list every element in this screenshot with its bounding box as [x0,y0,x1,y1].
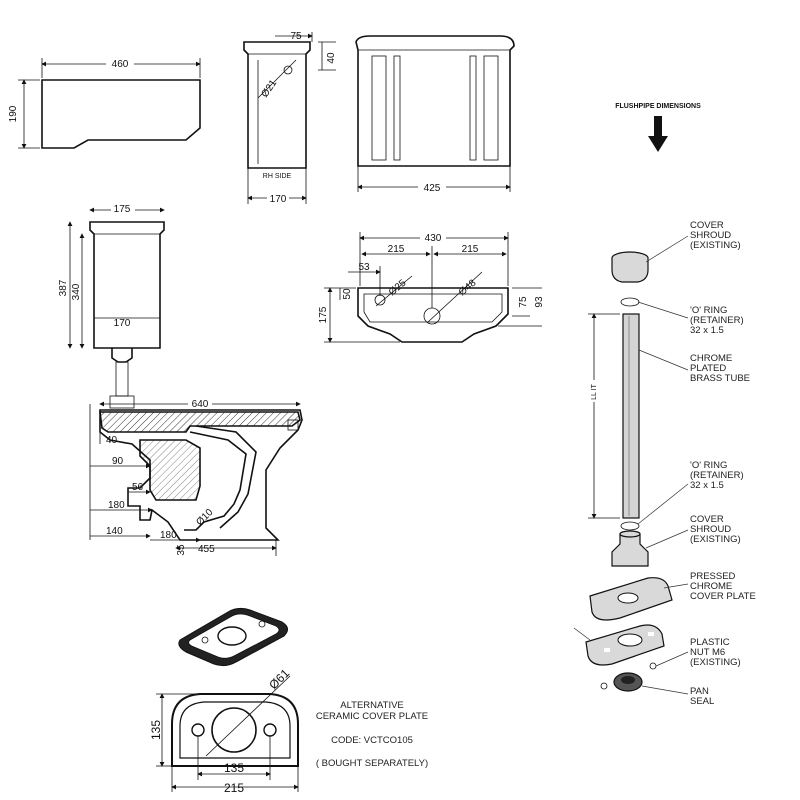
cistern-back-view: 425 [355,35,515,194]
pan-dim-180-bottom: 180 [160,530,177,541]
top-dim-53: 53 [358,262,370,273]
flushpipe-heading: FLUSHPIPE DIMENSIONS [615,103,701,110]
pan-dim-140: 140 [106,526,123,537]
label-o-ring-bottom-3: 32 x 1.5 [690,480,724,491]
label-cover-shroud-bottom-1: COVER [690,514,724,525]
pan-dim-90: 90 [112,456,124,467]
top-dia-25: Ø25 [387,277,409,298]
label-nut-1: PLASTIC [690,637,730,648]
pan-dim-56: 56 [132,482,144,493]
pan-dim-40: 40 [106,435,118,446]
alt-code: CODE: VCTCO105 [331,735,413,746]
label-pan-seal-1: PAN [690,686,709,697]
top-width-430: 430 [425,233,442,244]
label-tube-3: BRASS TUBE [690,373,750,384]
pan-dim-35: 35 [176,544,187,556]
label-tube-1: CHROME [690,353,732,364]
cistern-front-width: 460 [112,59,129,70]
cistern-side-dim-75: 75 [290,31,302,42]
alt-width-215: 215 [224,781,244,795]
label-cover-shroud-top-1: COVER [690,220,724,231]
pan-height-340: 340 [71,283,82,300]
pan-cistern-top-width: 175 [114,204,131,215]
top-dim-50: 50 [342,288,353,300]
cistern-top-view: 430 215 215 53 Ø25 Ø48 50 175 75 93 [318,231,545,343]
cistern-side-dim-40: 40 [326,52,337,64]
label-cover-shroud-bottom-2: SHROUD [690,524,731,535]
cistern-front-height: 190 [8,105,19,122]
label-cover-shroud-bottom-3: (EXISTING) [690,534,741,545]
alt-dia-61: Ø61 [266,666,292,692]
pan-assembly: 170 175 387 340 640 40 90 56 180 140 [58,202,303,556]
pan-length-640: 640 [192,399,209,410]
label-pan-seal-2: SEAL [690,696,714,707]
label-cover-plate-3: COVER PLATE [690,591,756,602]
top-width-215-right: 215 [462,244,479,255]
cistern-side-width: 170 [270,194,287,205]
pan-cistern-inner-170: 170 [114,318,131,329]
label-nut-2: NUT M6 [690,647,725,658]
alt-height-135: 135 [149,720,163,740]
top-dim-75: 75 [518,296,529,308]
pan-height-387: 387 [58,279,69,296]
top-dia-48: Ø48 [457,277,479,298]
label-cover-shroud-top-2: SHROUD [690,230,731,241]
cistern-side-dia-21: Ø21 [259,78,279,100]
pan-dim-455: 455 [198,544,215,555]
label-o-ring-top-3: 32 x 1.5 [690,325,724,336]
flushpipe-length: LL IT [591,383,598,399]
cistern-back-width: 425 [424,183,441,194]
top-dim-93: 93 [534,296,545,308]
label-o-ring-top-1: 'O' RING [690,305,727,316]
pan-dim-180-left: 180 [108,500,125,511]
top-width-215-left: 215 [388,244,405,255]
alt-title-line2: CERAMIC COVER PLATE [316,711,428,722]
label-cover-plate-2: CHROME [690,581,732,592]
cistern-side-view: Ø21 75 40 RH SIDE 170 [243,31,337,205]
label-o-ring-bottom-2: (RETAINER) [690,470,744,481]
label-cover-shroud-top-3: (EXISTING) [690,240,741,251]
flushpipe-section: FLUSHPIPE DIMENSIONS LL IT [573,103,756,707]
cistern-side-label: RH SIDE [263,173,292,180]
alt-title-line1: ALTERNATIVE [340,700,404,711]
top-dim-175: 175 [318,306,329,323]
cistern-front-view: 460 190 [8,57,201,149]
label-o-ring-bottom-1: 'O' RING [690,460,727,471]
alt-width-135: 135 [224,761,244,775]
pan-dia-10: Ø10 [194,507,215,528]
alt-note: ( BOUGHT SEPARATELY) [316,758,428,769]
label-o-ring-top-2: (RETAINER) [690,315,744,326]
alt-cover-plate: Ø61 135 135 215 ALTERNATIVE CERAMIC COVE… [149,607,428,795]
label-cover-plate-1: PRESSED [690,571,736,582]
label-nut-3: (EXISTING) [690,657,741,668]
down-arrow-icon [648,116,668,152]
label-tube-2: PLATED [690,363,726,374]
